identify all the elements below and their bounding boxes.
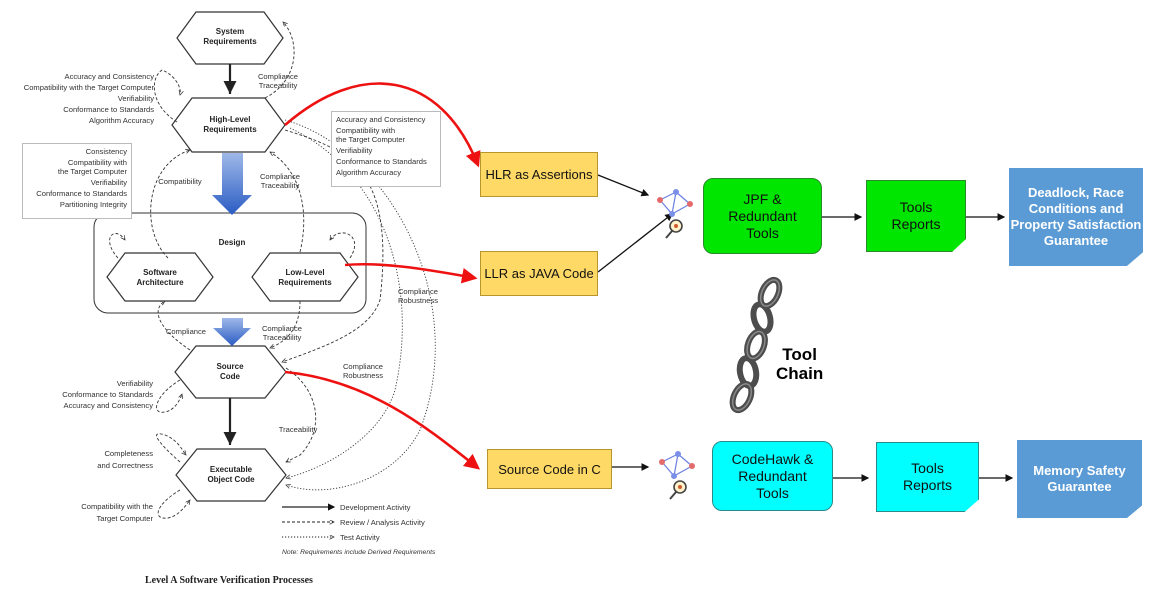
compliance-label: Compliance — [165, 327, 207, 336]
low-level-requirements-label: Low-Level Requirements — [278, 268, 332, 287]
legend-development: Development Activity — [340, 503, 411, 512]
codehawk-tools-label: CodeHawk & Redundant Tools — [731, 450, 814, 501]
arch-check: Consistency — [85, 147, 127, 156]
llr-java-box: LLR as JAVA Code — [480, 251, 598, 296]
exe-checks-list-1: Completeness and Correctness — [0, 449, 153, 470]
source-check: Verifiability — [116, 379, 153, 388]
hlr-assertions-box: HLR as Assertions — [480, 152, 598, 197]
compliance-robustness-label: Compliance Robustness — [397, 287, 439, 305]
architecture-checks-callout: Consistency Compatibility with the Targe… — [22, 143, 132, 219]
tools-reports-label: Tools Reports — [891, 199, 941, 232]
source-checks-list: Verifiability Conformance to Standards A… — [0, 379, 153, 410]
diagram-caption: Level A Software Verification Processes — [145, 575, 313, 586]
source-c-label: Source Code in C — [498, 461, 601, 477]
tools-reports-label: Tools Reports — [902, 460, 953, 493]
compliance-traceability-label: Compliance Traceability — [257, 72, 299, 90]
compatibility-label: Compatibility — [158, 177, 202, 186]
exe-check: Target Computer — [96, 514, 153, 523]
source-code-label: Source Code — [216, 362, 244, 381]
arch-check: Partitioning Integrity — [59, 200, 127, 209]
analysis-tool-icon-2 — [659, 451, 695, 500]
compliance-traceability-label: Compliance Traceability — [259, 172, 301, 190]
low-level-requirements-hex — [251, 252, 359, 302]
traceability-label: Traceability — [278, 425, 318, 434]
hlr-check: Verifiability — [117, 94, 154, 103]
hlr-checks-list: Accuracy and Consistency Compatibility w… — [0, 72, 154, 125]
executable-object-code-label: Executable Object Code — [207, 465, 255, 484]
tools-reports-box-2: Tools Reports — [876, 442, 979, 512]
system-requirements-hex — [176, 11, 284, 65]
guarantee-label-2: Memory Safety Guarantee — [1033, 463, 1126, 494]
exe-check: Completeness — [104, 449, 153, 458]
arch-check: the Target Computer — [57, 167, 127, 176]
compliance-robustness-label: Compliance Robustness — [342, 362, 384, 380]
exe-checks-list-2: Compatibility with the Target Computer — [0, 502, 153, 523]
arch-check: Compatibility with — [67, 158, 127, 167]
hlr-assertions-label: HLR as Assertions — [485, 167, 593, 182]
system-requirements-label: System Requirements — [203, 27, 257, 46]
hlr-check: Conformance to Standards — [63, 105, 154, 114]
legend-note: Note: Requirements include Derived Requi… — [282, 549, 436, 556]
legend-test: Test Activity — [340, 533, 380, 542]
guarantee-box-2: Memory Safety Guarantee — [1017, 440, 1142, 518]
jpf-tools-box: JPF & Redundant Tools — [703, 178, 822, 254]
arch-check: Verifiability — [90, 178, 127, 187]
guarantee-box-1: Deadlock, Race Conditions and Property S… — [1009, 168, 1143, 266]
llr-checks-callout: Accuracy and Consistency Compatibility w… — [331, 111, 441, 187]
blue-down-arrow-1 — [212, 153, 252, 215]
llr-check: Algorithm Accuracy — [336, 168, 401, 177]
high-level-requirements-label: High-Level Requirements — [203, 115, 257, 134]
hlr-check: Accuracy and Consistency — [64, 72, 154, 81]
llr-check: Verifiability — [336, 146, 373, 155]
source-check: Accuracy and Consistency — [63, 401, 153, 410]
source-c-box: Source Code in C — [487, 449, 612, 489]
hlr-check: Compatibility with the Target Computer — [23, 83, 154, 92]
tools-reports-box-1: Tools Reports — [866, 180, 966, 252]
llr-check: Compatibility with — [336, 126, 396, 135]
software-architecture-hex — [106, 252, 214, 302]
llr-check: the Target Computer — [336, 135, 406, 144]
tool-chain-label: Tool Chain — [776, 345, 824, 383]
jpf-tools-label: JPF & Redundant Tools — [728, 190, 797, 241]
codehawk-tools-box: CodeHawk & Redundant Tools — [712, 441, 833, 511]
guarantee-label-1: Deadlock, Race Conditions and Property S… — [1010, 185, 1142, 248]
blue-down-arrow-2 — [213, 318, 251, 346]
analysis-tool-icon-1 — [657, 189, 693, 239]
compliance-traceability-label: Compliance Traceability — [261, 324, 303, 342]
arch-check: Conformance to Standards — [36, 189, 127, 198]
llr-check: Accuracy and Consistency — [336, 115, 426, 124]
legend-review: Review / Analysis Activity — [340, 518, 425, 527]
exe-check: Compatibility with the — [81, 502, 153, 511]
source-check: Conformance to Standards — [62, 390, 153, 399]
llr-java-label: LLR as JAVA Code — [484, 266, 594, 281]
llr-check: Conformance to Standards — [336, 157, 427, 166]
hlr-check: Algorithm Accuracy — [89, 116, 154, 125]
exe-check: and Correctness — [97, 461, 153, 470]
design-label: Design — [218, 238, 246, 247]
software-architecture-label: Software Architecture — [136, 268, 184, 287]
